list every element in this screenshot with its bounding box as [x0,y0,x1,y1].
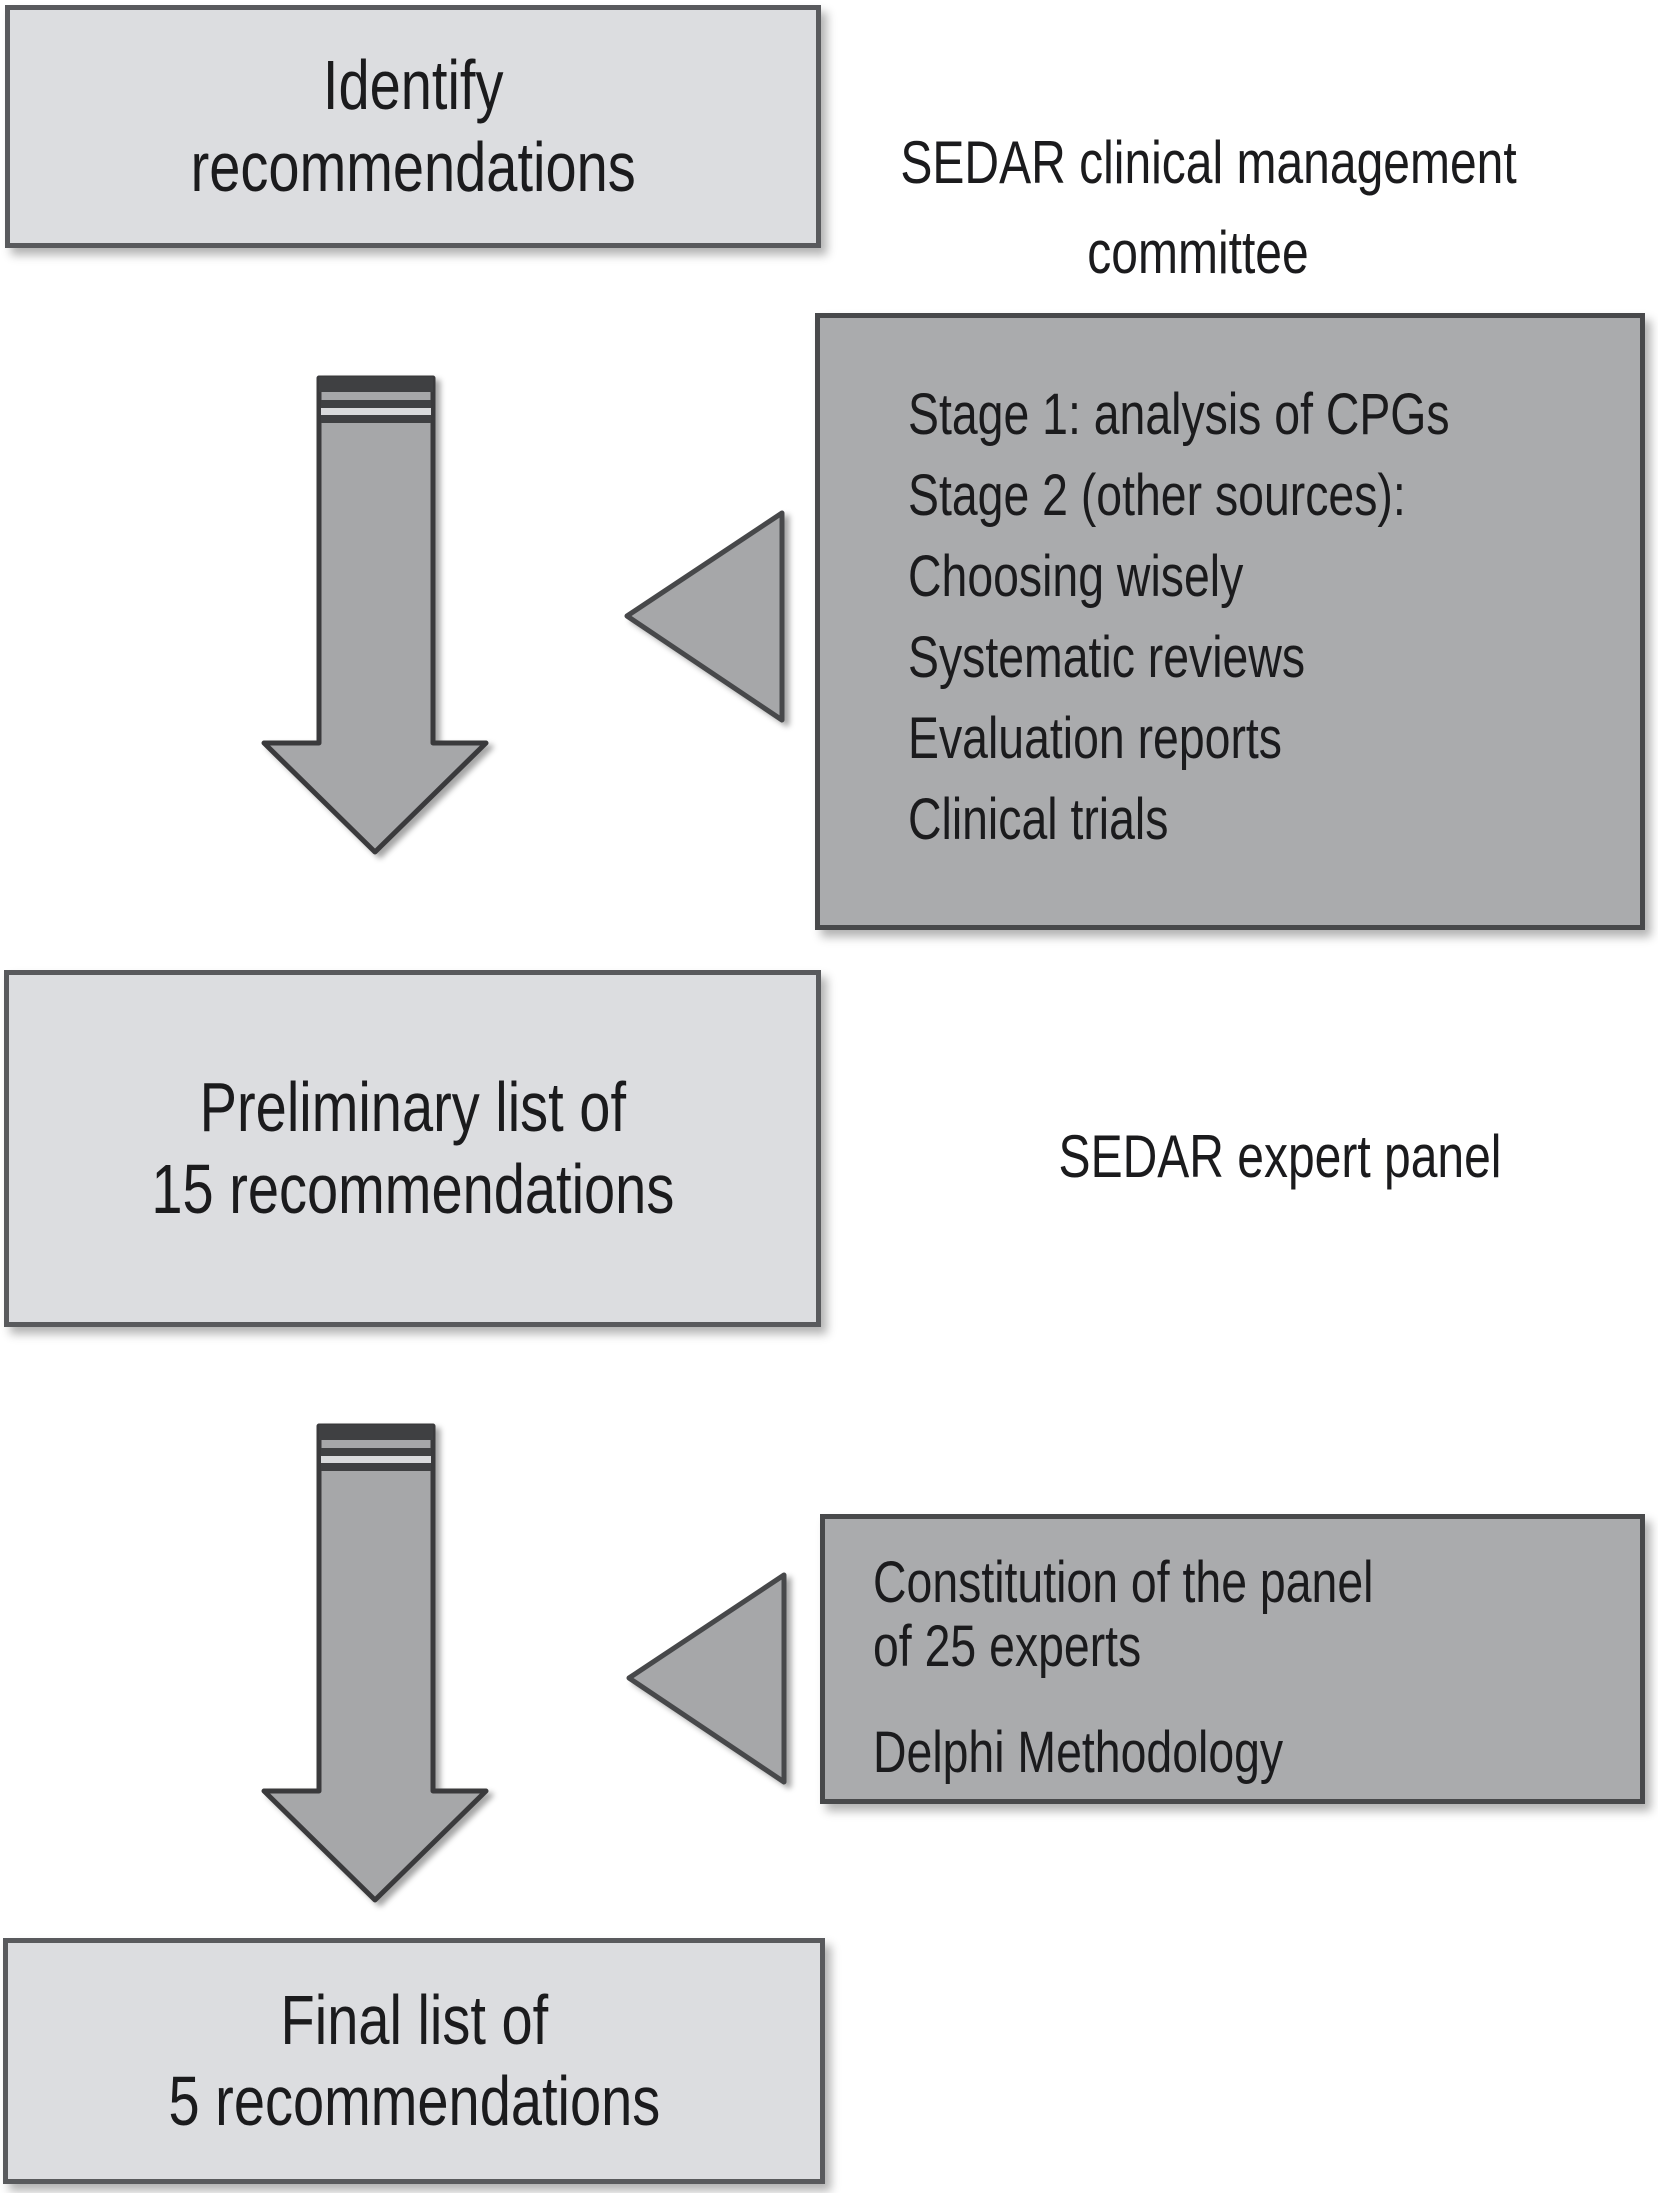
label-sedar-committee-line2: committee [1087,219,1309,286]
box-final-line2: 5 recommendations [168,2062,660,2140]
left-triangle-icon [624,510,785,723]
box-final-list: Final list of 5 recommendations [3,1938,825,2184]
stage-line: Stage 2 (other sources): [908,463,1406,528]
stage-line: Clinical trials [908,787,1169,852]
box-stage-sources-content: Stage 1: analysis of CPGs Stage 2 (other… [820,318,1640,925]
box-constitution-panel: Constitution of the panel of 25 experts … [820,1514,1645,1804]
label-sedar-committee-line1: SEDAR clinical management [900,129,1517,196]
box-final-text: Final list of 5 recommendations [168,1980,660,2142]
box-identify-line2: recommendations [190,127,636,206]
box-constitution-panel-content: Constitution of the panel of 25 experts … [825,1519,1640,1799]
label-sedar-committee: SEDAR clinical management committee [826,118,1570,298]
box-identify-recommendations: Identify recommendations [5,5,821,248]
box-identify-text: Identify recommendations [190,45,635,207]
stage-line: Stage 1: analysis of CPGs [908,382,1450,447]
label-sedar-expert-panel: SEDAR expert panel [908,1112,1652,1202]
box-preliminary-line2: 15 recommendations [151,1149,674,1228]
label-sedar-committee-text: SEDAR clinical management committee [900,118,1517,298]
stage-line: Evaluation reports [908,706,1282,771]
left-triangle-icon [626,1572,787,1785]
box-identify-line1: Identify [322,46,504,125]
down-arrow-icon [261,1423,489,1903]
stage-line: Systematic reviews [908,625,1306,690]
label-sedar-expert-panel-text: SEDAR expert panel [1058,1123,1502,1190]
panel-line: of 25 experts [873,1614,1142,1679]
box-preliminary-line1: Preliminary list of [199,1068,626,1147]
down-arrow-icon [261,375,489,855]
box-final-line1: Final list of [280,1980,548,2059]
panel-line: Constitution of the panel [873,1550,1374,1615]
box-preliminary-text: Preliminary list of 15 recommendations [151,1067,674,1229]
box-stage-sources: Stage 1: analysis of CPGs Stage 2 (other… [815,313,1645,930]
box-preliminary-list: Preliminary list of 15 recommendations [4,970,821,1327]
panel-line: Delphi Methodology [873,1720,1284,1785]
stage-line: Choosing wisely [908,544,1244,609]
